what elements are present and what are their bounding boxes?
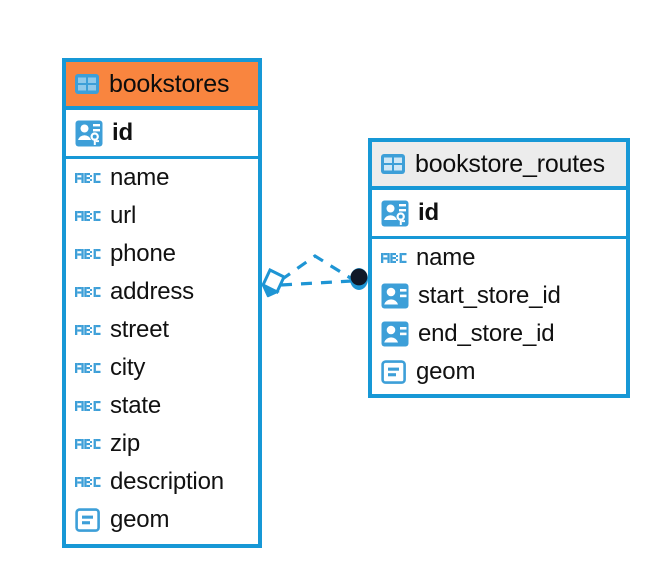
field-label: address <box>110 278 194 305</box>
relationship-line-straight <box>280 279 353 287</box>
table-title: bookstores <box>109 69 230 98</box>
field-label: id <box>112 119 133 146</box>
field-label: phone <box>110 240 176 267</box>
field-label: geom <box>416 358 476 385</box>
text-abc-icon <box>381 251 407 265</box>
field-list-bookstores: name <box>66 159 258 539</box>
filled-dot-marker <box>350 268 368 290</box>
foreign-key-icon <box>381 321 409 347</box>
primary-key-icon <box>75 120 103 147</box>
field-row-city[interactable]: city <box>66 349 258 387</box>
field-label: end_store_id <box>418 320 555 347</box>
field-label: name <box>416 244 476 271</box>
field-label: state <box>110 392 162 419</box>
table-header-bookstore-routes[interactable]: bookstore_routes <box>372 142 626 190</box>
field-row-id[interactable]: id <box>66 110 258 156</box>
field-label: geom <box>110 506 170 533</box>
entity-table-bookstores[interactable]: bookstores id <box>62 58 262 548</box>
text-abc-icon <box>75 361 101 375</box>
field-row-url[interactable]: url <box>66 197 258 235</box>
text-abc-icon <box>75 437 101 451</box>
field-label: name <box>110 164 170 191</box>
field-label: start_store_id <box>418 282 561 309</box>
field-row-phone[interactable]: phone <box>66 235 258 273</box>
field-row-name[interactable]: name <box>66 159 258 197</box>
field-row-start-store-id[interactable]: start_store_id <box>372 277 626 315</box>
text-abc-icon <box>75 171 101 185</box>
text-abc-icon <box>75 285 101 299</box>
text-abc-icon <box>75 247 101 261</box>
field-label: street <box>110 316 169 343</box>
field-label: zip <box>110 430 141 457</box>
table-grid-icon <box>74 73 100 95</box>
field-list-bookstore-routes: name start_store_id <box>372 239 626 391</box>
text-abc-icon <box>75 209 101 223</box>
diamond-marker <box>261 267 286 298</box>
relationship-line-arched <box>280 254 353 282</box>
text-abc-icon <box>75 399 101 413</box>
field-label: city <box>110 354 146 381</box>
field-row-name[interactable]: name <box>372 239 626 277</box>
geometry-icon <box>75 507 101 533</box>
field-label: description <box>110 468 224 495</box>
entity-table-bookstore-routes[interactable]: bookstore_routes id <box>368 138 630 398</box>
field-row-geom[interactable]: geom <box>66 501 258 539</box>
field-row-id[interactable]: id <box>372 190 626 236</box>
primary-key-section: id <box>66 110 258 159</box>
field-row-geom[interactable]: geom <box>372 353 626 391</box>
table-grid-icon <box>380 153 406 175</box>
text-abc-icon <box>75 475 101 489</box>
field-row-zip[interactable]: zip <box>66 425 258 463</box>
foreign-key-icon <box>381 283 409 309</box>
table-title: bookstore_routes <box>415 149 605 178</box>
field-row-end-store-id[interactable]: end_store_id <box>372 315 626 353</box>
text-abc-icon <box>75 323 101 337</box>
field-row-description[interactable]: description <box>66 463 258 501</box>
field-row-address[interactable]: address <box>66 273 258 311</box>
field-row-street[interactable]: street <box>66 311 258 349</box>
primary-key-icon <box>381 200 409 227</box>
geometry-icon <box>381 359 407 385</box>
primary-key-section: id <box>372 190 626 239</box>
field-label: url <box>110 202 137 229</box>
field-row-state[interactable]: state <box>66 387 258 425</box>
table-header-bookstores[interactable]: bookstores <box>66 62 258 110</box>
field-label: id <box>418 199 439 226</box>
